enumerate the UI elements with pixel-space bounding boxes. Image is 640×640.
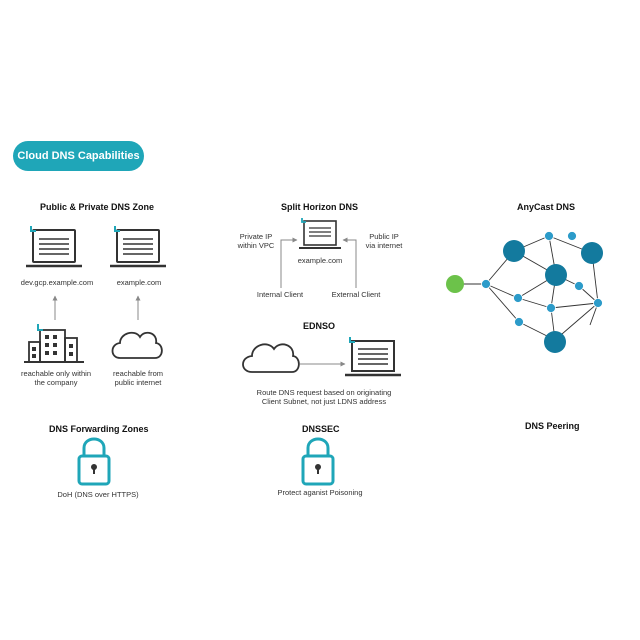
- anycast-title: AnyCast DNS: [517, 202, 576, 212]
- dnssec-description: Protect aganist Poisoning: [277, 488, 363, 497]
- public-private-zone-title: Public & Private DNS Zone: [40, 202, 155, 212]
- edns-description-line-1: Route DNS request based on originating: [256, 388, 392, 397]
- edns-description: Route DNS request based on originating C…: [226, 388, 422, 407]
- anycast-server-node: [545, 264, 567, 286]
- cloud-label-line-1: reachable from: [112, 369, 164, 378]
- router-icon: [546, 303, 556, 313]
- cloud-label-line-2: public internet: [114, 378, 162, 388]
- edns-description-line-2: Client Subnet, not just LDNS address: [261, 397, 387, 407]
- internal-client-label: Internal Client: [256, 290, 304, 299]
- lock-icon-forwarding: [77, 437, 111, 486]
- building-icon: [24, 324, 84, 363]
- edns-title: EDNSO: [303, 321, 336, 331]
- split-horizon-connector-lines: [280, 237, 357, 288]
- router-icon: [513, 293, 523, 303]
- lock-icon-dnssec: [301, 437, 335, 486]
- laptop-icon-dev: [26, 226, 82, 268]
- router-icon: [544, 231, 554, 241]
- building-label: reachable only within the company: [10, 369, 102, 388]
- anycast-server-node: [503, 240, 525, 262]
- anycast-client-node: [446, 275, 464, 293]
- anycast-server-node: [581, 242, 603, 264]
- anycast-server-node: [544, 331, 566, 353]
- cloud-label: reachable from public internet: [100, 369, 176, 388]
- public-ip-line-2: via internet: [365, 241, 403, 251]
- public-ip-line-1: Public IP: [369, 232, 399, 241]
- router-icon: [574, 281, 584, 291]
- laptop-icon-example: [110, 226, 166, 268]
- public-ip-label: Public IP via internet: [357, 232, 411, 251]
- router-icon: [481, 279, 491, 289]
- cloud-icon-public: [111, 331, 163, 359]
- router-icon: [567, 231, 577, 241]
- building-label-line-1: reachable only within: [20, 369, 92, 378]
- laptop-icon-split-horizon: [299, 218, 341, 249]
- dns-peering-title: DNS Peering: [525, 421, 580, 431]
- split-horizon-server-label: example.com: [297, 256, 343, 265]
- laptop-icon-edns: [345, 337, 401, 377]
- external-client-label: External Client: [331, 290, 381, 299]
- cloud-dns-capabilities-badge: Cloud DNS Capabilities: [13, 141, 144, 171]
- anycast-dns-servers: [503, 240, 603, 353]
- dns-forwarding-title: DNS Forwarding Zones: [49, 424, 149, 434]
- anycast-routers: [481, 231, 603, 327]
- router-icon: [514, 317, 524, 327]
- laptop-label-example: example.com: [116, 278, 162, 287]
- private-ip-label: Private IP within VPC: [230, 232, 282, 251]
- cloud-icon-edns: [242, 343, 300, 373]
- private-ip-line-2: within VPC: [237, 241, 275, 251]
- private-ip-line-1: Private IP: [239, 232, 273, 241]
- forwarding-description: DoH (DNS over HTTPS): [57, 490, 139, 499]
- split-horizon-title: Split Horizon DNS: [281, 202, 358, 212]
- laptop-label-dev: dev.gcp.example.com: [20, 278, 94, 287]
- building-label-line-2: the company: [34, 378, 78, 388]
- dnssec-title: DNSSEC: [302, 424, 340, 434]
- router-icon: [593, 298, 603, 308]
